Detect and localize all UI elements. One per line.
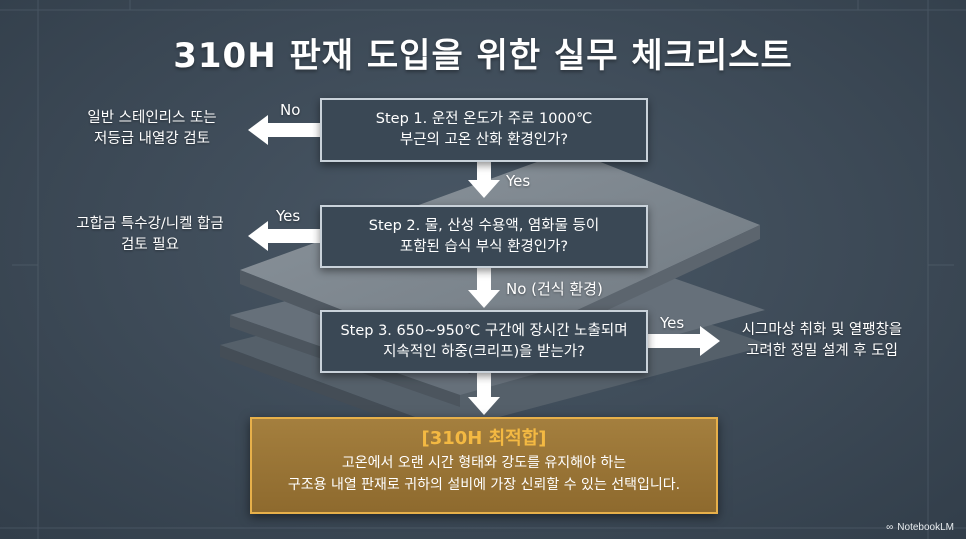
side-result-2: 고합금 특수강/니켈 합금 검토 필요 [52, 214, 248, 256]
final-result-box: [310H 최적합] 고온에서 오랜 시간 형태와 강도를 유지해야 하는 구조… [250, 417, 718, 514]
step1-box: Step 1. 운전 온도가 주로 1000℃ 부근의 고온 산화 환경인가? [320, 98, 648, 162]
step2-line-1: Step 2. 물, 산성 수용액, 염화물 등이 [368, 217, 600, 234]
label-step1-yes: Yes [506, 172, 531, 190]
final-result-title: [310H 최적합] [421, 428, 547, 449]
step2-box: Step 2. 물, 산성 수용액, 염화물 등이 포함된 습식 부식 환경인가… [320, 205, 648, 268]
steel-plates-illustration [220, 150, 770, 442]
side-result-2-line-2: 검토 필요 [121, 237, 179, 253]
notebooklm-logo-icon: ∞ [886, 522, 894, 533]
side-result-1-line-1: 일반 스테인리스 또는 [87, 110, 217, 126]
side-result-3: 시그마상 취화 및 열팽창을 고려한 정밀 설계 후 도입 [722, 320, 922, 362]
side-result-1-line-2: 저등급 내열강 검토 [94, 131, 210, 147]
step1-line-1: Step 1. 운전 온도가 주로 1000℃ [375, 111, 593, 127]
final-result-line-1: 고온에서 오랜 시간 형태와 강도를 유지해야 하는 [341, 455, 627, 471]
page-title: 310H 판재 도입을 위한 실무 체크리스트 [173, 36, 793, 76]
step2-line-2: 포함된 습식 부식 환경인가? [399, 238, 569, 255]
label-step2-no: No (건식 환경) [506, 280, 603, 298]
label-step1-no: No [280, 101, 301, 119]
side-result-3-line-2: 고려한 정밀 설계 후 도입 [746, 343, 898, 359]
notebooklm-watermark: ∞ NotebookLM [886, 522, 954, 533]
side-result-1: 일반 스테인리스 또는 저등급 내열강 검토 [62, 108, 242, 150]
side-result-2-line-1: 고합금 특수강/니켈 합금 [76, 216, 224, 232]
label-step3-yes: Yes [660, 314, 685, 332]
label-step2-yes: Yes [276, 207, 301, 225]
side-result-3-line-1: 시그마상 취화 및 열팽창을 [741, 322, 903, 338]
step3-box: Step 3. 650~950℃ 구간에 장시간 노출되며 지속적인 하중(크리… [320, 310, 648, 373]
final-result-line-2: 구조용 내열 판재로 귀하의 설비에 가장 신뢰할 수 있는 선택입니다. [287, 477, 681, 493]
step3-line-1: Step 3. 650~950℃ 구간에 장시간 노출되며 [340, 322, 628, 339]
watermark-text: NotebookLM [897, 522, 954, 533]
step1-line-2: 부근의 고온 산화 환경인가? [399, 132, 569, 148]
step3-line-2: 지속적인 하중(크리프)을 받는가? [383, 343, 585, 360]
